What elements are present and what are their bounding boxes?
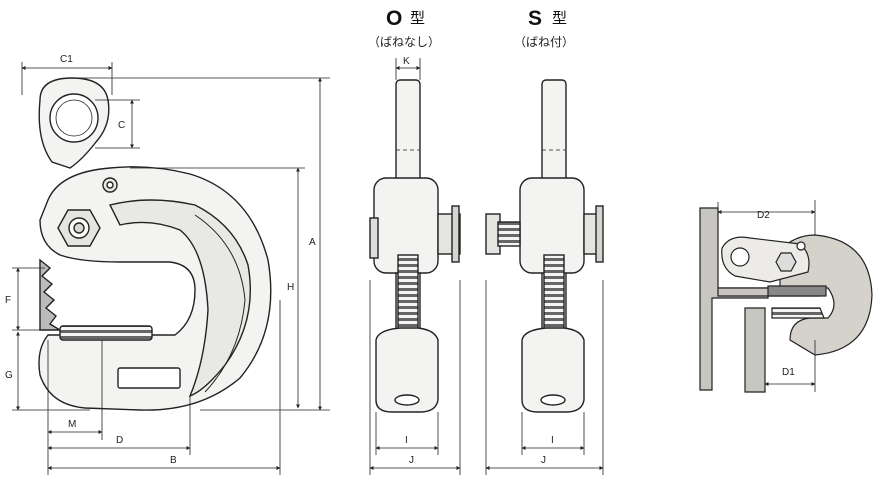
label-b: B xyxy=(170,455,177,466)
type-o-dimensions xyxy=(369,58,461,475)
body-slot xyxy=(117,367,181,389)
label-a: A xyxy=(309,237,316,248)
side-view-dimensions xyxy=(12,62,330,475)
label-k: K xyxy=(403,56,410,67)
labels: C1 C A H F G M D B O 型 （ばねなし） K I J S 型 … xyxy=(5,7,795,466)
label-m: M xyxy=(68,419,76,430)
label-f: F xyxy=(5,295,11,306)
type-s-view xyxy=(485,79,604,413)
type-o-note: （ばねなし） xyxy=(368,35,440,49)
type-s-dimensions xyxy=(485,280,604,475)
type-o-view xyxy=(369,79,461,413)
type-s-note: （ばね付） xyxy=(514,35,574,49)
type-o-letter: O xyxy=(386,7,402,30)
s-shoe xyxy=(521,327,585,413)
lower-jaw-teeth xyxy=(59,325,153,341)
label-d2: D2 xyxy=(757,210,770,221)
label-o-i: I xyxy=(405,435,408,446)
cam-plate xyxy=(108,199,251,398)
label-s-i: I xyxy=(551,435,554,446)
side-view xyxy=(38,77,272,411)
label-d1: D1 xyxy=(782,367,795,378)
label-s-j: J xyxy=(541,455,546,466)
usage-view xyxy=(699,207,873,393)
type-o-kanji: 型 xyxy=(410,9,425,27)
label-h: H xyxy=(287,282,294,293)
label-c1: C1 xyxy=(60,54,73,65)
label-g: G xyxy=(5,370,13,381)
label-c: C xyxy=(118,120,125,131)
type-s-kanji: 型 xyxy=(552,9,567,27)
label-o-j: J xyxy=(409,455,414,466)
o-shoe xyxy=(375,327,439,413)
type-s-letter: S xyxy=(528,7,542,30)
label-d: D xyxy=(116,435,123,446)
upper-jaw-teeth xyxy=(39,258,63,331)
usage-view-dimensions xyxy=(717,200,816,392)
steel-section xyxy=(699,207,769,391)
s-spring xyxy=(497,221,521,247)
